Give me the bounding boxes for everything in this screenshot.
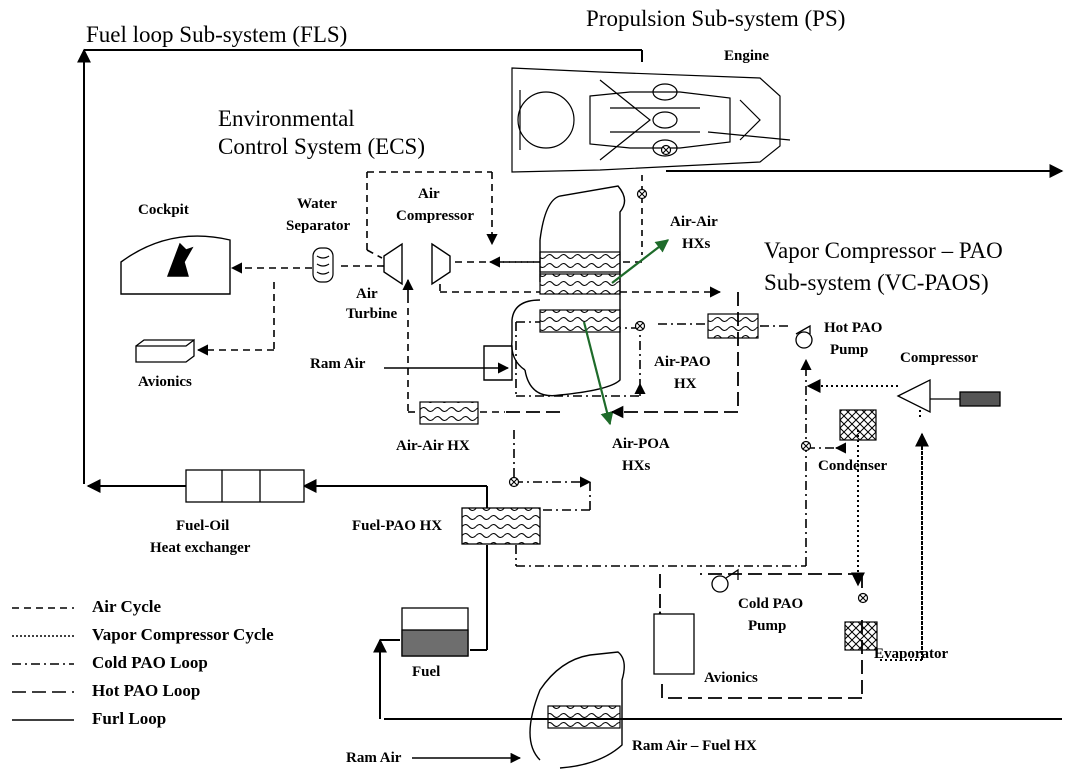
air-turbine-graphic bbox=[383, 242, 403, 286]
fuel-label: Fuel bbox=[412, 664, 441, 680]
ram-air-fuel-duct bbox=[529, 651, 625, 769]
legend-lines bbox=[12, 607, 74, 721]
ram-air-fuel-hx-label: Ram Air – Fuel HX bbox=[632, 738, 757, 754]
avionics-box-left bbox=[135, 338, 195, 363]
legend-item-fuel-loop: Furl Loop bbox=[92, 709, 167, 728]
ecs-title-2: Control System (ECS) bbox=[218, 134, 426, 159]
ram-air-top-label: Ram Air bbox=[310, 356, 366, 372]
ram-air-bottom-label: Ram Air bbox=[346, 750, 402, 766]
engine-label: Engine bbox=[724, 48, 770, 64]
fuel-loop-lines bbox=[77, 48, 1064, 720]
hx-pointer-arrows bbox=[582, 239, 670, 426]
air-air-hx-label: Air-Air HX bbox=[396, 438, 470, 454]
engine-graphic bbox=[511, 67, 791, 173]
air-cycle-lines bbox=[196, 171, 722, 413]
air-pao-hx-label-2: HX bbox=[674, 376, 697, 392]
vc-title-1: Vapor Compressor – PAO bbox=[764, 238, 1003, 263]
evaporator-label: Evaporator bbox=[874, 646, 949, 662]
air-compressor-label-2: Compressor bbox=[396, 208, 475, 224]
condenser-label: Condenser bbox=[818, 458, 888, 474]
air-compressor-label-1: Air bbox=[418, 186, 440, 202]
legend-item-hot-pao: Hot PAO Loop bbox=[92, 681, 201, 700]
air-air-hx-small bbox=[419, 401, 479, 425]
ps-title: Propulsion Sub-system (PS) bbox=[586, 6, 846, 31]
air-turbine-label-1: Air bbox=[356, 286, 378, 302]
air-air-hx-upper bbox=[539, 251, 621, 273]
evaporator-box bbox=[844, 621, 878, 651]
fuel-oil-hx-graphic bbox=[185, 469, 305, 503]
air-pao-hx-stack bbox=[539, 309, 621, 333]
air-pao-hx-label-1: Air-PAO bbox=[654, 354, 711, 370]
water-separator-graphic bbox=[312, 247, 334, 283]
cold-pao-lines bbox=[513, 321, 847, 567]
avionics-right-label: Avionics bbox=[704, 670, 758, 686]
hot-pao-pump-label-2: Pump bbox=[830, 342, 869, 358]
avionics-left-label: Avionics bbox=[138, 374, 192, 390]
compressor-graphic bbox=[896, 378, 1001, 414]
cockpit-label: Cockpit bbox=[138, 202, 189, 218]
air-air-hxs-label-2: HXs bbox=[682, 236, 711, 252]
fuel-pao-hx-graphic bbox=[461, 507, 541, 545]
ecs-title-1: Environmental bbox=[218, 106, 355, 131]
fuel-tank-graphic bbox=[401, 607, 469, 657]
condenser-box bbox=[839, 409, 877, 441]
air-poa-hxs-label-2: HXs bbox=[622, 458, 651, 474]
cockpit-graphic bbox=[120, 235, 231, 295]
vapor-compressor-lines bbox=[806, 379, 929, 661]
hot-pao-pump-label-1: Hot PAO bbox=[824, 320, 883, 336]
air-poa-hxs-label-1: Air-POA bbox=[612, 436, 670, 452]
cold-pao-pump-label-1: Cold PAO bbox=[738, 596, 804, 612]
legend-item-cold-pao: Cold PAO Loop bbox=[92, 653, 208, 672]
fuel-oil-hx-label-2: Heat exchanger bbox=[150, 540, 251, 556]
vc-title-2: Sub-system (VC-PAOS) bbox=[764, 270, 989, 295]
air-air-hxs-label-1: Air-Air bbox=[670, 214, 718, 230]
compressor-label: Compressor bbox=[900, 350, 979, 366]
air-turbine-label-2: Turbine bbox=[346, 306, 398, 322]
legend-item-air-cycle: Air Cycle bbox=[92, 597, 162, 616]
ram-air-fuel-hx-graphic bbox=[547, 705, 621, 729]
cold-pao-pump-graphic bbox=[711, 568, 739, 593]
water-separator-label-2: Separator bbox=[286, 218, 351, 234]
air-pao-hx-box bbox=[707, 313, 759, 339]
fuel-oil-hx-label-1: Fuel-Oil bbox=[176, 518, 230, 534]
fuel-pao-hx-label: Fuel-PAO HX bbox=[352, 518, 443, 534]
air-air-hx-lower bbox=[539, 273, 621, 295]
fls-title: Fuel loop Sub-system (FLS) bbox=[86, 22, 348, 47]
water-separator-label-1: Water bbox=[297, 196, 337, 212]
legend-item-vapor-compressor: Vapor Compressor Cycle bbox=[92, 625, 274, 644]
air-compressor-graphic bbox=[431, 242, 451, 286]
avionics-box-right bbox=[653, 613, 695, 675]
cold-pao-pump-label-2: Pump bbox=[748, 618, 787, 634]
hot-pao-pump-graphic bbox=[795, 324, 813, 349]
